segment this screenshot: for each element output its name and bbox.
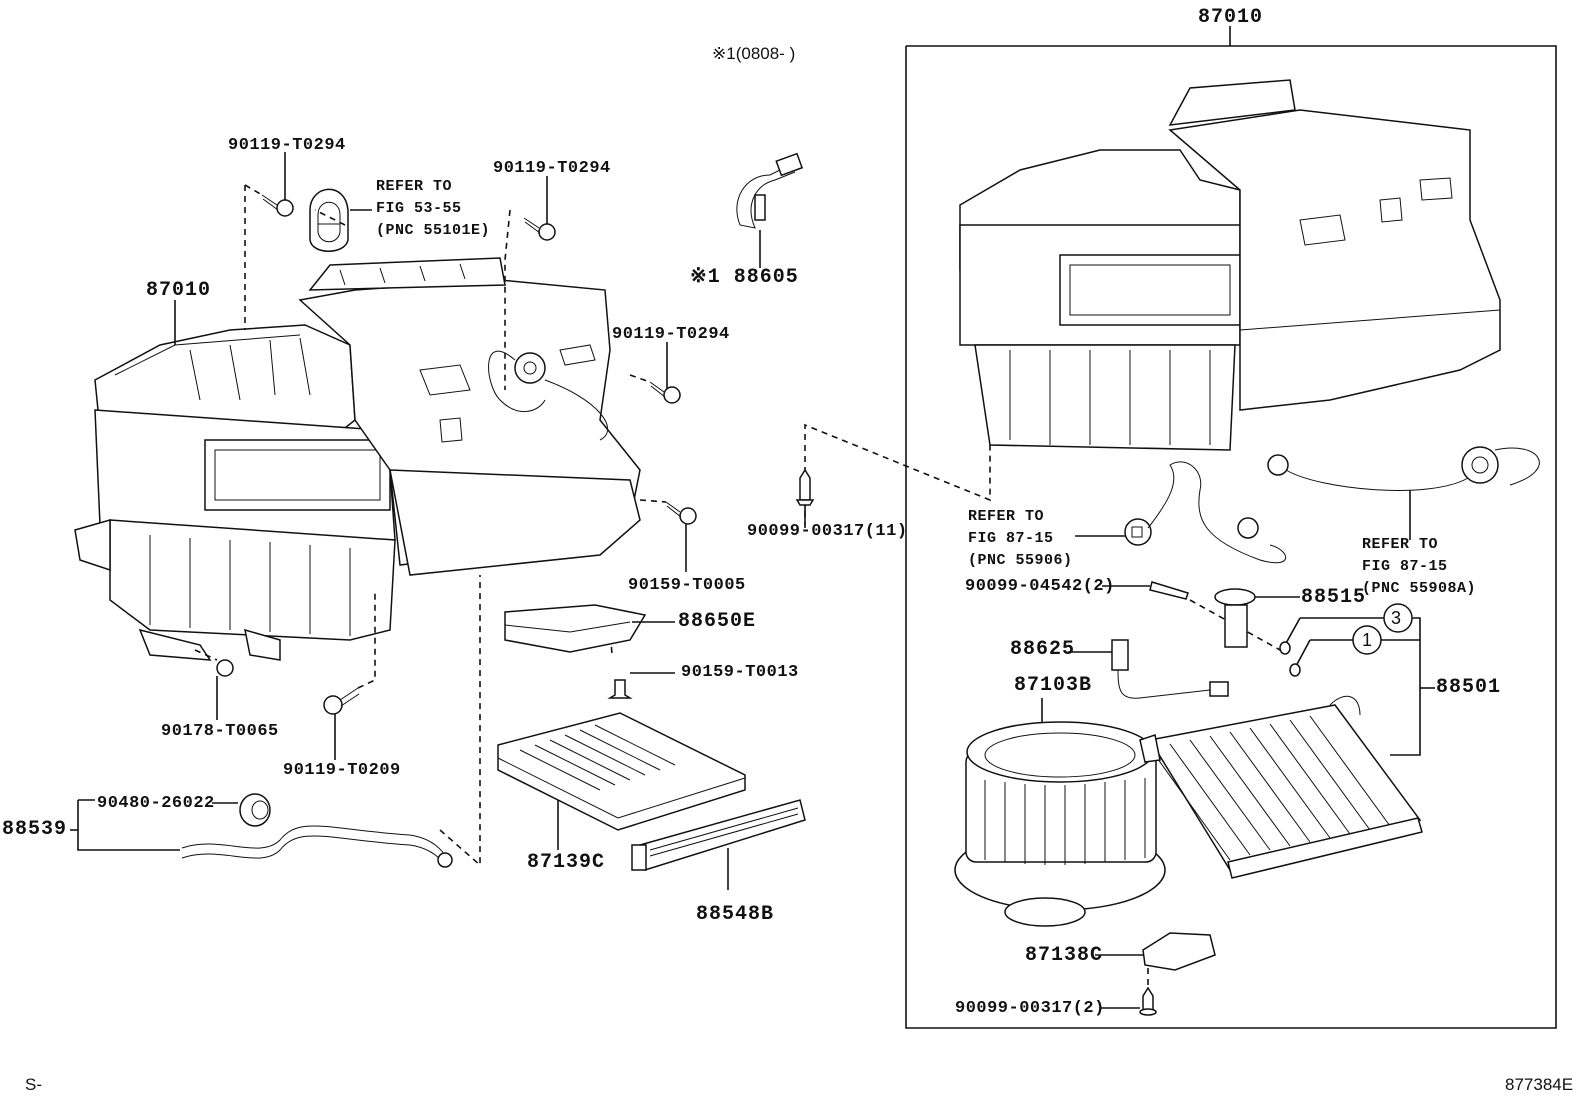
part-label-blower-motor[interactable]: 87103B bbox=[1014, 674, 1093, 697]
part-label-filter[interactable]: 87139C bbox=[527, 851, 606, 874]
part-label-evaporator[interactable]: 88501 bbox=[1436, 676, 1502, 699]
screw-mid-right bbox=[649, 342, 681, 404]
part-label-screw-valve[interactable]: 90099-04542(2) bbox=[965, 577, 1115, 596]
screw-valve bbox=[1102, 581, 1281, 651]
refer-note-top[interactable]: REFER TO FIG 53-55 (PNC 55101E) bbox=[376, 178, 491, 239]
assembly-box bbox=[905, 26, 1557, 1029]
part-label-screw-side[interactable]: 90159-T0005 bbox=[628, 576, 746, 595]
part-label-drain-hose[interactable]: 88539 bbox=[2, 818, 68, 841]
hvac-unit-right bbox=[959, 79, 1501, 451]
cabin-filter bbox=[497, 712, 746, 850]
hvac-unit-left bbox=[74, 257, 641, 661]
variant-note: ※1(0808- ) bbox=[712, 44, 796, 63]
assembly-title-label: 87010 bbox=[1198, 6, 1264, 29]
part-label-screw-long[interactable]: 90099-00317(11) bbox=[747, 522, 908, 541]
drain-hose bbox=[70, 793, 453, 868]
part-label-screw-resistor[interactable]: 90099-00317(2) bbox=[955, 999, 1105, 1018]
part-label-resistor[interactable]: 87138C bbox=[1025, 944, 1104, 967]
part-label-assy-left[interactable]: 87010 bbox=[146, 279, 212, 302]
seal-part bbox=[309, 188, 349, 252]
figure-id: 877384E bbox=[1505, 1075, 1574, 1094]
servo-left bbox=[1075, 461, 1287, 564]
thermistor bbox=[1068, 639, 1229, 699]
part-label-grommet[interactable]: 90480-26022 bbox=[97, 794, 215, 813]
part-label-wire-harness[interactable]: ※1 88605 bbox=[690, 266, 799, 289]
screw-long bbox=[795, 468, 815, 525]
part-label-screw-top-mid[interactable]: 90119-T0294 bbox=[493, 159, 611, 178]
expansion-valve bbox=[1214, 588, 1300, 648]
leader-lines bbox=[174, 209, 372, 345]
part-label-screw-amp[interactable]: 90159-T0013 bbox=[681, 663, 799, 682]
servo-right bbox=[1267, 446, 1540, 540]
part-label-amplifier[interactable]: 88650E bbox=[678, 610, 757, 633]
nut-bottom bbox=[216, 659, 234, 720]
amplifier bbox=[504, 604, 675, 699]
part-label-screw-bottom[interactable]: 90119-T0209 bbox=[283, 761, 401, 780]
blower-motor bbox=[954, 698, 1166, 927]
screw-top-left bbox=[261, 152, 294, 217]
part-label-thermistor[interactable]: 88625 bbox=[1010, 638, 1076, 661]
screw-top-mid bbox=[523, 176, 556, 241]
evaporator-core bbox=[1139, 695, 1423, 879]
part-label-screw-mid-right[interactable]: 90119-T0294 bbox=[612, 325, 730, 344]
part-label-screw-top-left[interactable]: 90119-T0294 bbox=[228, 136, 346, 155]
filter-cover bbox=[631, 799, 806, 890]
wire-harness bbox=[736, 152, 804, 268]
callout-3: 3 bbox=[1391, 608, 1402, 628]
part-label-filter-cover[interactable]: 88548B bbox=[696, 903, 775, 926]
callout-1: 1 bbox=[1362, 630, 1373, 650]
footer-left-code: S- bbox=[25, 1075, 42, 1094]
refer-note-servo-right[interactable]: REFER TO FIG 87-15 (PNC 55908A) bbox=[1362, 536, 1477, 597]
part-label-expansion-valve[interactable]: 88515 bbox=[1301, 586, 1367, 609]
screw-bottom bbox=[323, 687, 360, 760]
callout-bracket bbox=[1279, 603, 1435, 756]
blower-resistor bbox=[1095, 932, 1216, 1016]
refer-note-servo-left[interactable]: REFER TO FIG 87-15 (PNC 55906) bbox=[968, 508, 1073, 569]
part-label-nut-bottom[interactable]: 90178-T0065 bbox=[161, 722, 279, 741]
screw-side bbox=[665, 501, 697, 572]
